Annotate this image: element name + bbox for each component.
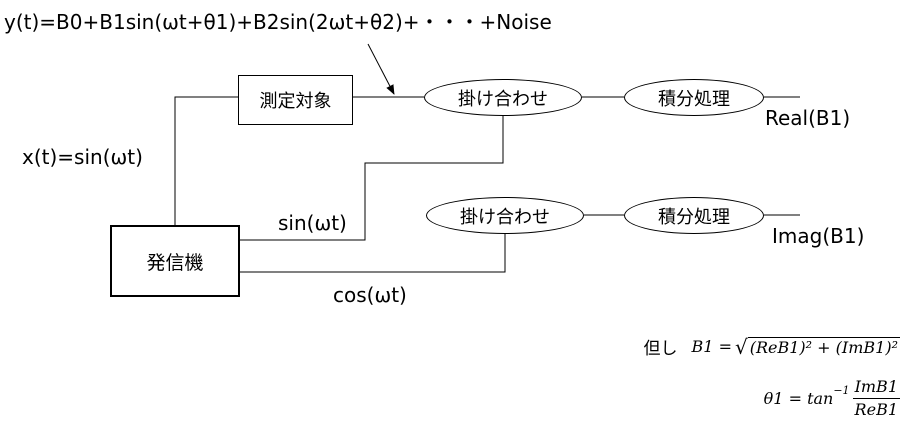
oscillator-block: 発信機 (110, 225, 240, 297)
b1-lhs: B1 = (691, 337, 732, 356)
imag-output-label: Imag(B1) (772, 224, 865, 248)
equation-pointer-arrow (367, 43, 395, 95)
theta-formula: θ1 = tan −1 ImB1 ReB1 (764, 372, 900, 424)
note-prefix: 但し (643, 339, 678, 359)
measurement-target-block: 測定対象 (238, 75, 353, 125)
wire-cos-reference (240, 233, 506, 273)
real-output-label: Real(B1) (765, 106, 851, 130)
b1-sqrt-content: (ReB1)² + (ImB1)² (747, 336, 900, 357)
theta-exponent: −1 (833, 383, 850, 397)
wire-sin-reference (240, 116, 504, 241)
wire-oscillator-to-target (174, 96, 238, 225)
input-signal-label: x(t)=sin(ωt) (22, 145, 143, 169)
theta-fraction: ImB1 ReB1 (852, 376, 900, 421)
theta-denominator: ReB1 (854, 399, 898, 419)
integrator-block-2: 積分処理 (624, 197, 764, 234)
sqrt-sign: √ (734, 334, 748, 359)
theta-numerator: ImB1 (852, 376, 900, 399)
integrator-block-1: 積分処理 (624, 79, 764, 116)
theta-lhs: θ1 = tan (763, 388, 834, 408)
multiplier-block-2: 掛け合わせ (426, 197, 584, 234)
signal-equation: y(t)=B0+B1sin(ωt+θ1)+B2sin(2ωt+θ2)+・・・+N… (4, 10, 552, 34)
sin-reference-label: sin(ωt) (278, 211, 347, 235)
cos-reference-label: cos(ωt) (333, 283, 407, 307)
b1-formula: 但し B1 = √ (ReB1)² + (ImB1)² (644, 334, 900, 359)
multiplier-block-1: 掛け合わせ (424, 79, 582, 116)
